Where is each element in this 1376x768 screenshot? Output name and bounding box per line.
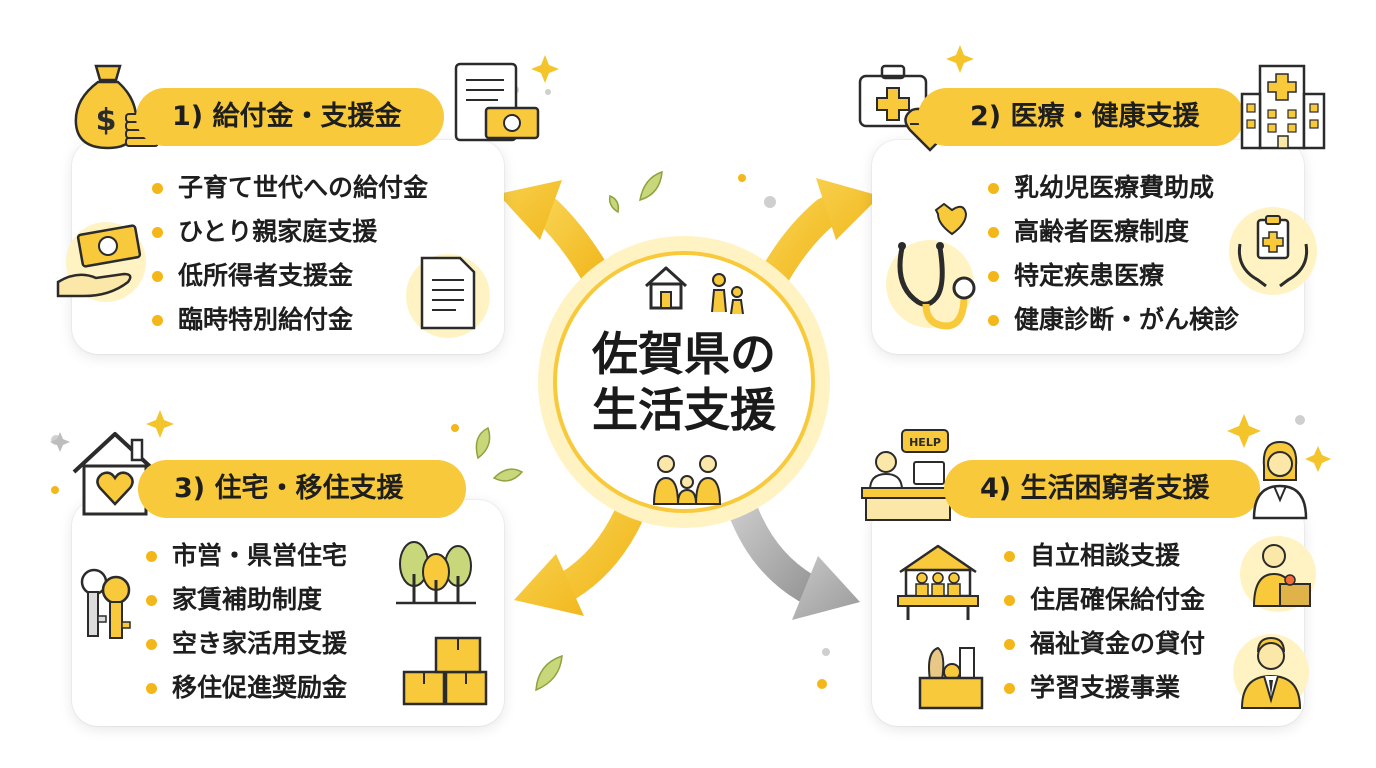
section-title-poverty: 4) 生活困窮者支援 xyxy=(944,460,1260,518)
list-item: 学習支援事業 xyxy=(1004,666,1205,710)
list-item: 低所得者支援金 xyxy=(152,254,428,298)
house-icon xyxy=(644,266,688,310)
heart-house-icon xyxy=(72,432,158,516)
svg-text:$: $ xyxy=(96,103,117,138)
grocery-box-icon xyxy=(918,646,984,710)
trees-icon xyxy=(396,541,476,605)
help-desk-icon: HELP xyxy=(861,429,955,521)
center-title: 佐賀県の 生活支援 xyxy=(553,326,815,438)
list-item: 健康診断・がん検診 xyxy=(988,298,1239,342)
person-food-box-icon xyxy=(1240,536,1316,612)
center-title-line2: 生活支援 xyxy=(592,383,776,437)
parent-child-icon xyxy=(711,273,744,315)
list-item: 高齢者医療制度 xyxy=(988,210,1239,254)
list-item: 市営・県営住宅 xyxy=(146,534,347,578)
section-list-poverty: 自立相談支援 住居確保給付金 福祉資金の貸付 学習支援事業 xyxy=(1004,534,1205,710)
list-item: ひとり親家庭支援 xyxy=(152,210,428,254)
decor-dots xyxy=(51,86,1305,689)
list-item: 乳幼児医療費助成 xyxy=(988,166,1239,210)
arrow-top-left xyxy=(498,180,613,293)
list-item: 特定疾患医療 xyxy=(988,254,1239,298)
stethoscope-icon xyxy=(886,202,976,330)
section-list-housing: 市営・県営住宅 家賃補助制度 空き家活用支援 移住促進奨励金 xyxy=(146,534,347,710)
list-item: 移住促進奨励金 xyxy=(146,666,347,710)
list-item: 子育て世代への給付金 xyxy=(152,166,428,210)
male-staff-icon xyxy=(1233,634,1309,710)
hospital-icon xyxy=(1240,64,1326,150)
hands-clipboard-icon xyxy=(1229,207,1317,295)
decor-sparkles xyxy=(50,45,1331,472)
boxes-icon xyxy=(402,636,488,706)
center-circle xyxy=(553,251,815,513)
section-title-medical: 2) 医療・健康支援 xyxy=(918,88,1244,146)
hand-cash-icon xyxy=(56,222,146,302)
document-icon xyxy=(406,254,490,338)
list-item: 家賃補助制度 xyxy=(146,578,347,622)
arrow-bottom-left xyxy=(514,493,647,616)
list-item: 福祉資金の貸付 xyxy=(1004,622,1205,666)
help-sign-text: HELP xyxy=(909,436,941,449)
list-item: 自立相談支援 xyxy=(1004,534,1205,578)
center-title-line1: 佐賀県の xyxy=(592,327,776,381)
document-cash-icon xyxy=(454,62,540,142)
keys-icon xyxy=(80,568,131,639)
section-title-benefits: 1) 給付金・支援金 xyxy=(136,88,444,146)
list-item: 空き家活用支援 xyxy=(146,622,347,666)
arrow-top-right xyxy=(757,178,880,295)
female-staff-icon xyxy=(1252,440,1308,520)
family-icon xyxy=(652,455,722,505)
section-title-housing: 3) 住宅・移住支援 xyxy=(138,460,466,518)
list-item: 住居確保給付金 xyxy=(1004,578,1205,622)
arrow-bottom-right xyxy=(727,493,860,620)
community-center-icon xyxy=(897,544,979,620)
section-list-benefits: 子育て世代への給付金 ひとり親家庭支援 低所得者支援金 臨時特別給付金 xyxy=(152,166,428,342)
list-item: 臨時特別給付金 xyxy=(152,298,428,342)
section-list-medical: 乳幼児医療費助成 高齢者医療制度 特定疾患医療 健康診断・がん検診 xyxy=(988,166,1239,342)
